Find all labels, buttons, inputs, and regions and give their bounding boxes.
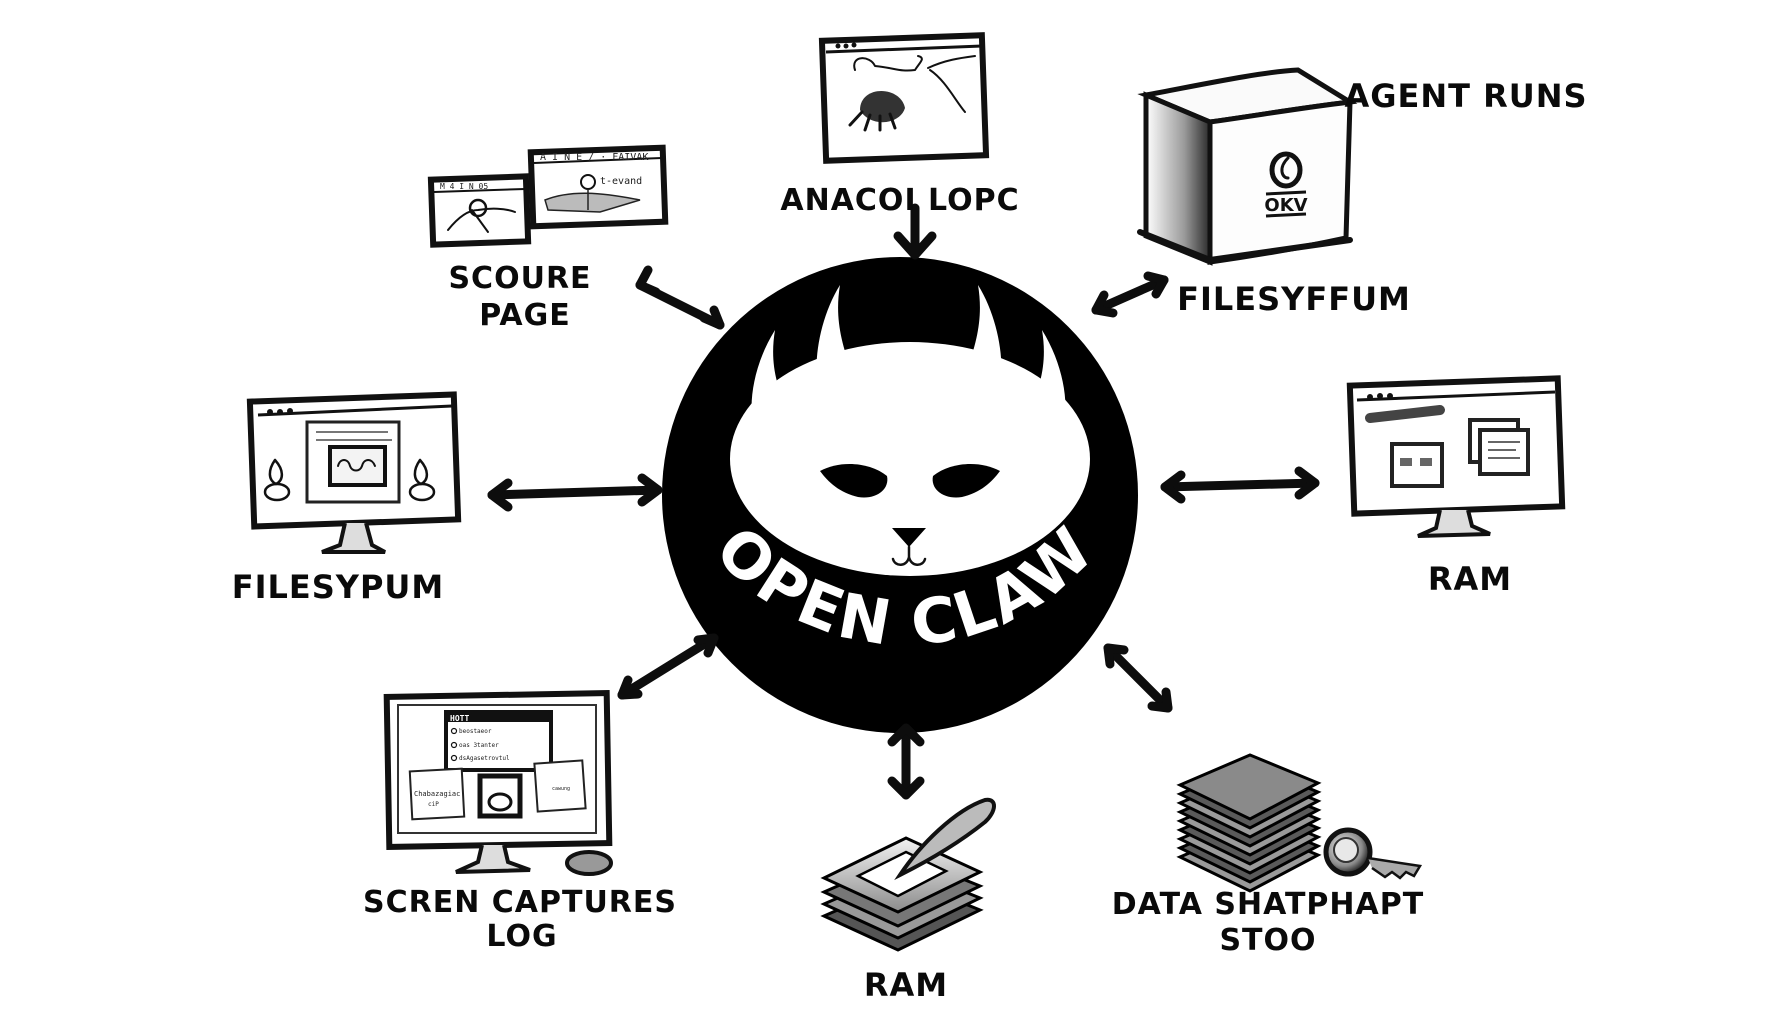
svg-text:ciP: ciP — [428, 801, 439, 808]
node-bottom-right[interactable]: DATA SHATPHAPT STOO — [1112, 753, 1424, 958]
mouse-icon — [565, 850, 613, 876]
node-bottom-right-label-2: STOO — [1219, 923, 1316, 958]
monitor-claw-icon — [246, 391, 462, 554]
node-left[interactable]: FILESYPUM — [232, 391, 462, 606]
layer-stack-icon — [1176, 753, 1322, 893]
svg-text:t-evand: t-evand — [600, 176, 642, 187]
node-top-right-label-top: AGENT RUNS — [1344, 77, 1587, 115]
node-bottom-right-label-1: DATA SHATPHAPT — [1112, 887, 1424, 922]
arrow-bottom-right — [1103, 643, 1173, 713]
node-top-label: ANACOI LOPC — [780, 183, 1019, 218]
connection-arrows — [487, 203, 1320, 800]
svg-text:M 4 I N 05: M 4 I N 05 — [440, 182, 488, 191]
svg-text:HOTT: HOTT — [450, 714, 469, 723]
monitor-windows-icon — [1346, 375, 1566, 538]
node-top-right[interactable]: OKV AGENT RUNS FILESYFFUM — [1137, 67, 1588, 318]
arrow-top-left — [635, 265, 725, 330]
svg-text:A I N E / · FAIVAK: A I N E / · FAIVAK — [540, 152, 648, 163]
node-top-left-label-2: PAGE — [479, 298, 571, 333]
node-top[interactable]: ANACOI LOPC — [780, 32, 1019, 218]
node-left-label: FILESYPUM — [232, 568, 445, 606]
arrow-left — [487, 473, 663, 512]
node-bottom-label: RAM — [864, 966, 948, 1004]
node-bottom[interactable]: RAM — [820, 797, 996, 1004]
svg-text:cawung: cawung — [552, 786, 570, 792]
node-top-right-label-bottom: FILESYFFUM — [1177, 280, 1411, 318]
browser-window-octopus-icon — [818, 32, 990, 164]
node-top-left[interactable]: M 4 I N 05 A I N E / · FAIVAK t-evand SC… — [427, 144, 669, 333]
arrow-top-down — [893, 203, 937, 260]
arrow-right — [1160, 466, 1320, 504]
paper-stack-pen-icon — [820, 797, 996, 952]
server-box-icon: OKV — [1137, 67, 1358, 266]
box-logo-icon — [1269, 151, 1303, 189]
node-right-label: RAM — [1428, 560, 1512, 598]
svg-text:Chabazagiac: Chabazagiac — [414, 790, 460, 798]
two-browser-windows-icon: M 4 I N 05 A I N E / · FAIVAK t-evand — [427, 144, 669, 248]
node-bottom-left-label-2: LOG — [486, 919, 557, 954]
key-icon — [1323, 827, 1423, 880]
svg-text:oas 3tanter: oas 3tanter — [459, 742, 499, 749]
box-logo-text: OKV — [1264, 195, 1307, 216]
arrow-top-right — [1091, 271, 1169, 318]
svg-text:beostaeor: beostaeor — [459, 728, 492, 735]
open-claw-hub[interactable]: OPEN CLAW — [662, 257, 1138, 733]
node-top-left-label-1: SCOURE — [448, 261, 591, 296]
node-right[interactable]: RAM — [1346, 375, 1566, 598]
cat-face-icon — [730, 342, 1090, 576]
monitor-dialog-icon: HOTT beostaeor oas 3tanter dsAgasetrovtu… — [383, 690, 613, 876]
arrow-bottom-left — [617, 633, 719, 700]
stack-layer — [1176, 753, 1322, 821]
node-bottom-left[interactable]: HOTT beostaeor oas 3tanter dsAgasetrovtu… — [363, 690, 677, 954]
node-bottom-left-label-1: SCREN CAPTURES — [363, 885, 677, 920]
arrow-bottom — [887, 723, 925, 800]
svg-text:dsAgasetrovtul: dsAgasetrovtul — [459, 755, 510, 762]
